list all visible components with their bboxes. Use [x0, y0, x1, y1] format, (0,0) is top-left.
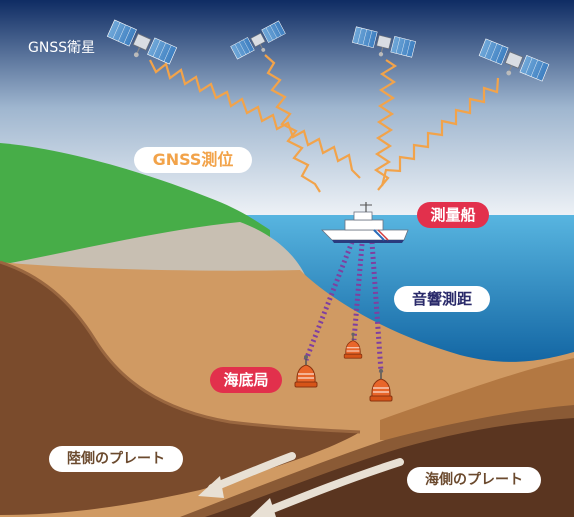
plate-motion-arrow-icon [198, 452, 296, 498]
land-plate-label: 陸側のプレート [49, 446, 183, 472]
acoustic-rays [303, 241, 384, 373]
plate-motion-arrow-icon [250, 458, 404, 517]
land-plate-edge [0, 260, 361, 434]
ocean-plate-label: 海側のプレート [407, 467, 541, 493]
ocean-plate-top-band [180, 405, 574, 517]
gnss-satellite-label: GNSS衛星 [28, 40, 96, 56]
acoustic-ranging-label: 音響測距 [394, 286, 490, 312]
survey-ship-label: 測量船 [417, 202, 489, 228]
gnss-positioning-label: GNSS測位 [134, 147, 252, 173]
ship-icon [321, 202, 409, 243]
gnss-signal-waves [149, 54, 500, 193]
seafloor-station-label: 海底局 [210, 367, 282, 393]
